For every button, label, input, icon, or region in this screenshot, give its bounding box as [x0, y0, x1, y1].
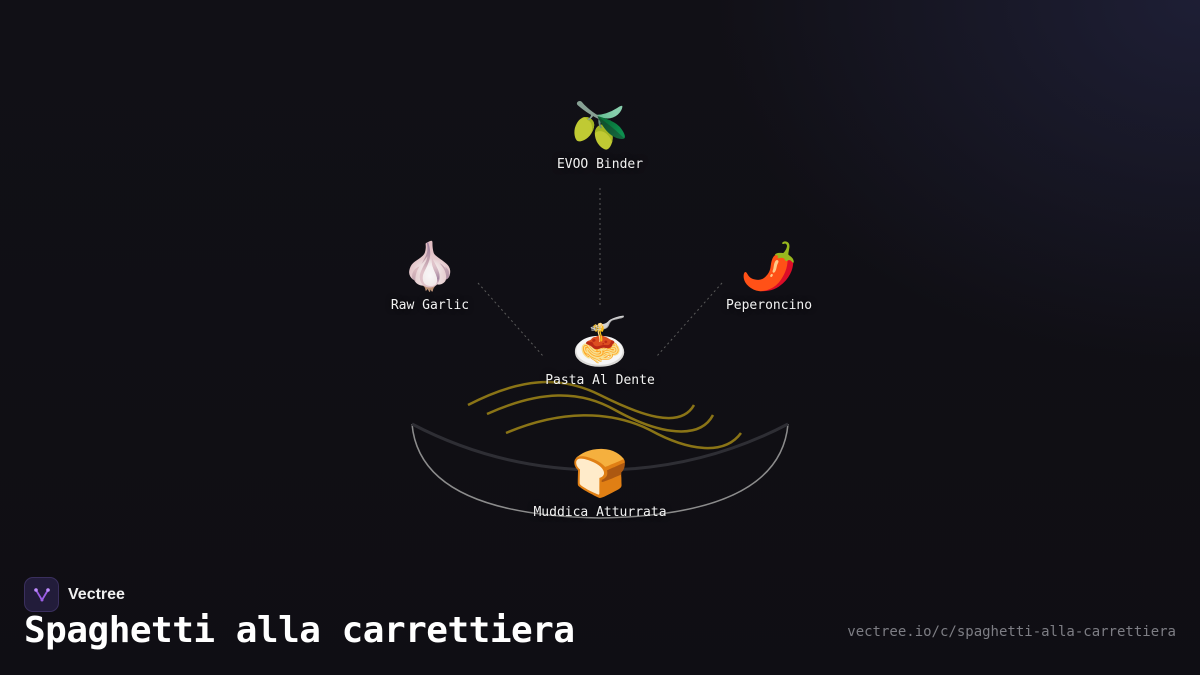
bowl-outline	[411, 423, 789, 519]
pasta-strand	[505, 414, 743, 450]
node-muddica-atturrata[interactable]: 🍞 Muddica Atturrata	[533, 445, 666, 520]
pasta-strand	[486, 394, 715, 433]
recipe-url[interactable]: vectree.io/c/spaghetti-alla-carrettiera	[847, 624, 1176, 640]
bread-icon: 🍞	[571, 446, 629, 500]
connector-peperoncino-pasta	[656, 282, 723, 357]
brand[interactable]: Vectree	[24, 577, 125, 612]
spaghetti-icon: 🍝	[571, 314, 629, 368]
node-label: Raw Garlic	[390, 298, 470, 313]
node-peperoncino[interactable]: 🌶️ Peperoncino	[726, 238, 812, 313]
node-label: Peperoncino	[725, 298, 813, 313]
brand-name: Vectree	[68, 585, 125, 603]
node-pasta-al-dente[interactable]: 🍝 Pasta Al Dente	[545, 313, 655, 388]
page-title: Spaghetti alla carrettiera	[24, 610, 575, 651]
vectree-logo-icon	[24, 577, 59, 612]
garlic-icon: 🧄	[401, 239, 459, 293]
pasta-strand	[467, 380, 696, 420]
connector-garlic-pasta	[477, 282, 544, 357]
node-label: Muddica Atturrata	[533, 505, 667, 520]
bowl-rim	[411, 422, 789, 472]
olive-icon: 🫒	[571, 98, 629, 152]
node-evoo-binder[interactable]: 🫒 EVOO Binder	[557, 97, 643, 172]
node-label: Pasta Al Dente	[545, 373, 655, 388]
chili-pepper-icon: 🌶️	[740, 239, 798, 293]
node-raw-garlic[interactable]: 🧄 Raw Garlic	[391, 238, 469, 313]
node-label: EVOO Binder	[556, 157, 644, 172]
